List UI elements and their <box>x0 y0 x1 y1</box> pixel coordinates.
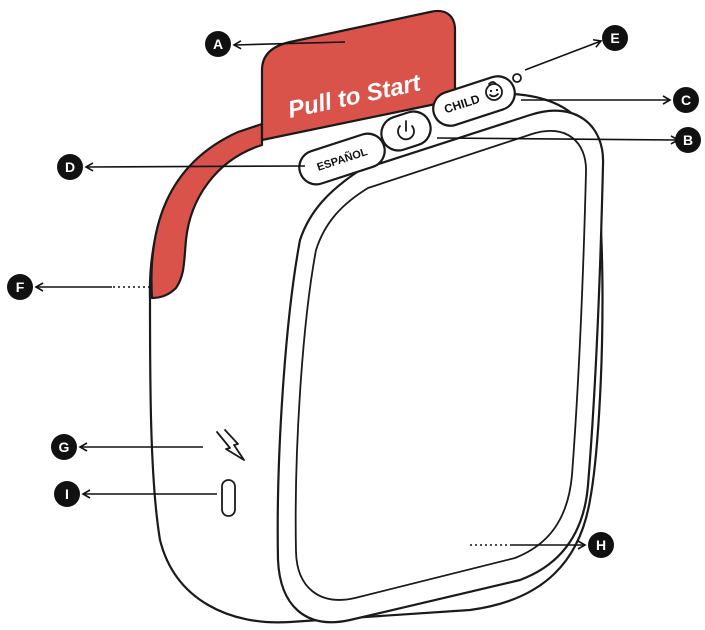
svg-text:C: C <box>681 92 691 108</box>
child-face-icon <box>485 81 503 101</box>
status-indicator-light <box>512 73 522 83</box>
espanol-button[interactable]: ESPAÑOL <box>295 129 389 189</box>
leader-e <box>524 38 603 71</box>
front-panel-outer <box>276 109 605 624</box>
svg-text:I: I <box>65 486 69 502</box>
callout-f: F <box>7 274 33 300</box>
callout-e: E <box>602 25 628 51</box>
svg-text:B: B <box>683 132 693 148</box>
callout-b: B <box>675 127 701 153</box>
front-panel-inner <box>294 129 587 601</box>
power-button[interactable] <box>377 107 435 155</box>
leader-d <box>84 162 306 172</box>
usb-c-port-icon <box>221 479 236 517</box>
leader-b <box>436 135 680 145</box>
leader-a <box>232 40 346 50</box>
callout-g: G <box>51 434 77 460</box>
power-icon <box>397 120 415 141</box>
child-button[interactable]: CHILD <box>429 72 519 130</box>
callout-d: D <box>57 154 83 180</box>
lightning-bolt-icon <box>216 429 245 461</box>
svg-text:F: F <box>16 279 25 295</box>
callout-a: A <box>205 31 231 57</box>
red-handle <box>150 122 264 300</box>
callout-c: C <box>673 87 699 113</box>
svg-text:D: D <box>65 159 75 175</box>
svg-text:E: E <box>610 30 619 46</box>
callout-i: I <box>54 481 80 507</box>
callout-h: H <box>588 532 614 558</box>
svg-text:A: A <box>213 36 223 52</box>
svg-text:G: G <box>59 439 70 455</box>
svg-text:H: H <box>596 537 606 553</box>
